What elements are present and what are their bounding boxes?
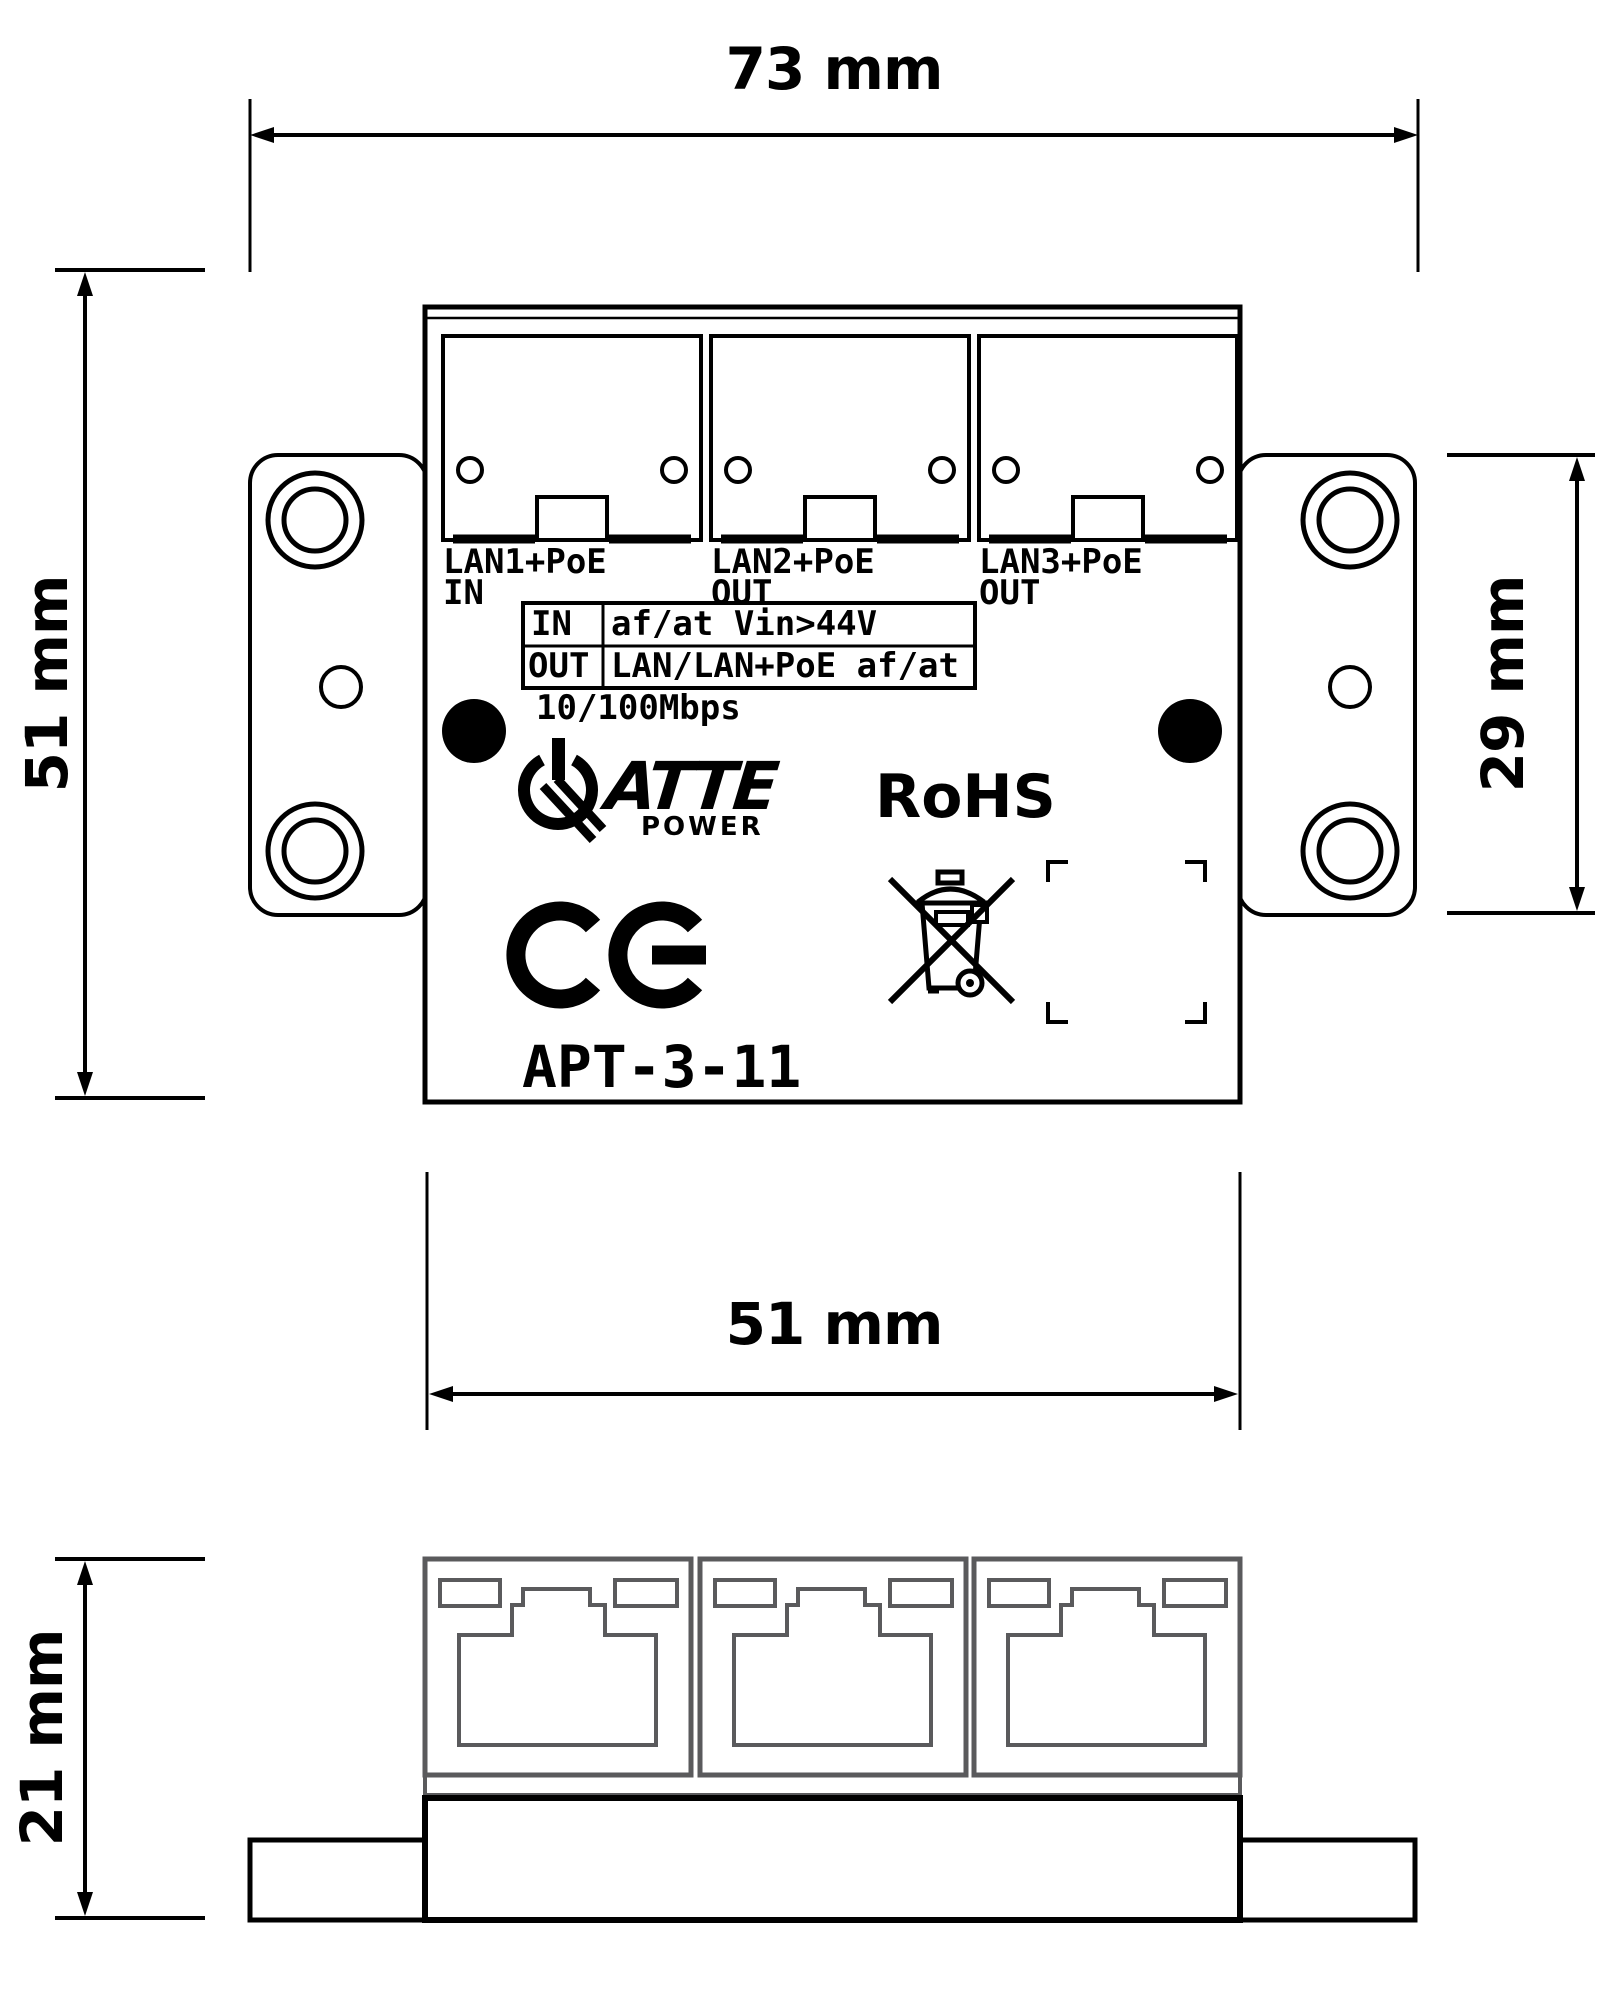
led-dot-right: [1158, 699, 1222, 763]
port-label-lan2: LAN2+PoE OUT: [711, 542, 875, 613]
spec-table-box: [521, 601, 977, 690]
rohs-label: RoHS: [875, 762, 1056, 832]
power-icon: [518, 738, 607, 844]
front-view-jack-3: [971, 1556, 1243, 1778]
label-area-brackets: [1046, 860, 1207, 1024]
din-clip-right: [1237, 1837, 1418, 1923]
port-label-lan3-role: OUT: [979, 573, 1041, 613]
din-clip-left: [247, 1837, 428, 1923]
ce-mark: [506, 901, 706, 1009]
port-label-lan1-role: IN: [443, 573, 484, 613]
front-view-base: [422, 1795, 1243, 1923]
dimension-ear-height: [1447, 453, 1595, 915]
spec-row2-label: OUT: [528, 646, 590, 686]
port-label-lan1: LAN1+PoE IN: [443, 542, 607, 613]
dimension-body-width: [425, 1172, 1242, 1430]
dimension-label-overall-width: 73 mm: [725, 35, 944, 103]
dimension-label-front-height: 21 mm: [8, 1629, 76, 1847]
spec-row1-value: af/at Vin>44V: [611, 604, 878, 644]
dimension-label-ear-height: 29 mm: [1469, 575, 1537, 793]
rj45-port-3: [977, 334, 1239, 544]
spec-row1-label: IN: [531, 604, 572, 644]
brand-logo-subtext: POWER: [641, 812, 764, 842]
weee-icon: [887, 869, 1016, 1005]
model-label: APT-3-11: [522, 1033, 802, 1101]
port-label-lan1-name: LAN1+PoE: [443, 542, 607, 582]
mounting-ear-left: [248, 453, 429, 917]
front-view-jack-strip: [423, 1775, 1242, 1797]
port-label-lan3: LAN3+PoE OUT: [979, 542, 1143, 613]
front-view-jack-1: [422, 1556, 694, 1778]
port-label-lan2-name: LAN2+PoE: [711, 542, 875, 582]
dimension-front-height: [55, 1557, 205, 1920]
port-label-lan3-name: LAN3+PoE: [979, 542, 1143, 582]
dimension-label-body-height: 51 mm: [13, 575, 81, 793]
spec-row2-value: LAN/LAN+PoE af/at: [611, 646, 959, 686]
mounting-ear-right: [1236, 453, 1417, 917]
rj45-port-2: [709, 334, 971, 544]
dimension-overall-width: [248, 99, 1420, 272]
rj45-port-1: [441, 334, 703, 544]
led-dot-left: [442, 699, 506, 763]
front-view-jack-2: [697, 1556, 969, 1778]
dimension-label-body-width: 51 mm: [725, 1290, 944, 1358]
speed-label: 10/100Mbps: [536, 688, 741, 728]
port-label-lan2-role: OUT: [711, 573, 773, 613]
dimension-body-height: [55, 268, 205, 1100]
